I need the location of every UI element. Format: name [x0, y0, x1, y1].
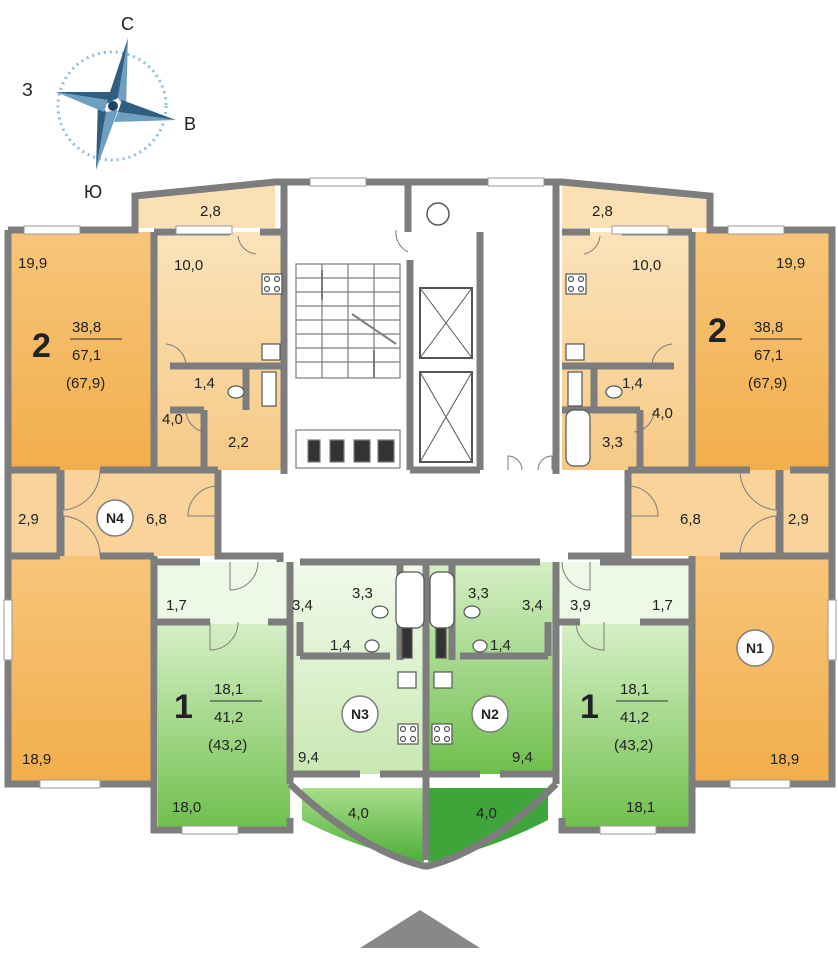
n4-hall-area: 4,0 — [162, 411, 183, 428]
right1-total-alt-area: (43,2) — [614, 737, 653, 754]
n2-wc-area: 1,4 — [490, 637, 511, 654]
apartment-right1-area — [556, 562, 692, 830]
staircase — [295, 263, 401, 469]
n1-badge-label: N1 — [746, 640, 764, 656]
right1-hall-area: 3,9 — [570, 597, 591, 614]
walls — [4, 178, 836, 870]
apartment-n4-area — [8, 184, 284, 782]
right1-total-area: 41,2 — [620, 709, 649, 726]
right1-room-area: 18,1 — [626, 799, 655, 816]
n4-total-area: 67,1 — [72, 347, 101, 364]
n2-hall-area: 3,4 — [522, 597, 543, 614]
n3-badge-label: N3 — [351, 706, 369, 722]
left1-living-area: 18,1 — [214, 681, 243, 698]
compass-north-label: С — [121, 14, 134, 34]
n3-hall-area: 3,4 — [292, 597, 313, 614]
n1-hall-area: 4,0 — [652, 405, 673, 422]
n3-wc-area: 1,4 — [330, 637, 351, 654]
compass-east-label: В — [184, 114, 196, 134]
left1-rooms-count: 1 — [174, 688, 193, 726]
n1-balcony-area: 2,8 — [592, 203, 613, 220]
n2-kitchen-area: 9,4 — [512, 749, 533, 766]
n1-closet-area: 2,9 — [788, 511, 809, 528]
n1-badge — [736, 629, 774, 667]
n1-bathroom-area: 3,3 — [602, 434, 623, 451]
n4-kitchen-area: 10,0 — [174, 257, 203, 274]
n4-badge — [96, 499, 134, 537]
apartment-right1-labels: 3,9 1,7 1 18,1 41,2 (43,2) 18,1 — [570, 597, 673, 816]
n2-badge — [471, 695, 509, 733]
n2-bath-area: 3,3 — [468, 585, 489, 602]
n4-balcony-area: 2,8 — [200, 203, 221, 220]
n3-balcony-area: 4,0 — [348, 805, 369, 822]
n2-balcony-area: 4,0 — [476, 805, 497, 822]
n1-rooms-count: 2 — [708, 312, 727, 350]
n1-room-main-area: 19,9 — [776, 255, 805, 272]
apartment-n4-labels: 2,8 19,9 10,0 2 38,8 67,1 (67,9) 1,4 4,0… — [18, 203, 249, 768]
left1-total-alt-area: (43,2) — [208, 737, 247, 754]
fixtures — [227, 273, 623, 745]
n1-bedroom-area: 18,9 — [770, 751, 799, 768]
n3-badge — [341, 695, 379, 733]
apartment-n1-labels: 2,8 19,9 10,0 2 38,8 67,1 (67,9) 1,4 4,0… — [592, 203, 809, 768]
n4-badge-label: N4 — [106, 510, 124, 526]
n4-rooms-count: 2 — [32, 327, 51, 365]
n4-bath-area: 1,4 — [194, 375, 215, 392]
windows — [3, 177, 837, 835]
right1-closet-area: 1,7 — [652, 597, 673, 614]
n1-kitchen-area: 10,0 — [632, 257, 661, 274]
compass-south-label: Ю — [84, 182, 102, 202]
n1-living-area: 38,8 — [754, 319, 783, 336]
compass-rose: С Ю З В — [22, 14, 196, 202]
apartment-left1-labels: 1,7 1 18,1 41,2 (43,2) 18,0 — [166, 597, 262, 816]
n1-total-alt-area: (67,9) — [748, 375, 787, 392]
door-swings — [63, 229, 777, 651]
n4-room-main-area: 19,9 — [18, 255, 47, 272]
n4-bedroom-area: 18,9 — [22, 751, 51, 768]
left1-room-area: 18,0 — [172, 799, 201, 816]
elevator-shafts — [419, 202, 473, 463]
left1-total-area: 41,2 — [214, 709, 243, 726]
right1-rooms-count: 1 — [580, 688, 599, 726]
n3-bath-area: 3,3 — [352, 585, 373, 602]
compass-west-label: З — [22, 80, 33, 100]
left1-closet-area: 1,7 — [166, 597, 187, 614]
right1-living-area: 18,1 — [620, 681, 649, 698]
common-hall — [218, 470, 628, 560]
n3-kitchen-area: 9,4 — [298, 749, 319, 766]
apartment-n2-labels: 3,3 3,4 1,4 N2 9,4 4,0 — [468, 585, 543, 822]
apartment-n3-labels: 3,3 3,4 1,4 N3 9,4 4,0 — [292, 585, 379, 822]
n1-corridor-area: 6,8 — [680, 511, 701, 528]
n4-corridor-area: 6,8 — [146, 511, 167, 528]
n1-total-area: 67,1 — [754, 347, 783, 364]
n4-bathroom-area: 2,2 — [228, 434, 249, 451]
n2-badge-label: N2 — [481, 706, 499, 722]
apartment-left1-area — [154, 562, 290, 830]
n1-bath-area: 1,4 — [622, 375, 643, 392]
n4-closet-area: 2,9 — [18, 511, 39, 528]
n4-total-alt-area: (67,9) — [66, 375, 105, 392]
n4-living-area: 38,8 — [72, 319, 101, 336]
entrance-arrow-icon — [360, 910, 480, 948]
